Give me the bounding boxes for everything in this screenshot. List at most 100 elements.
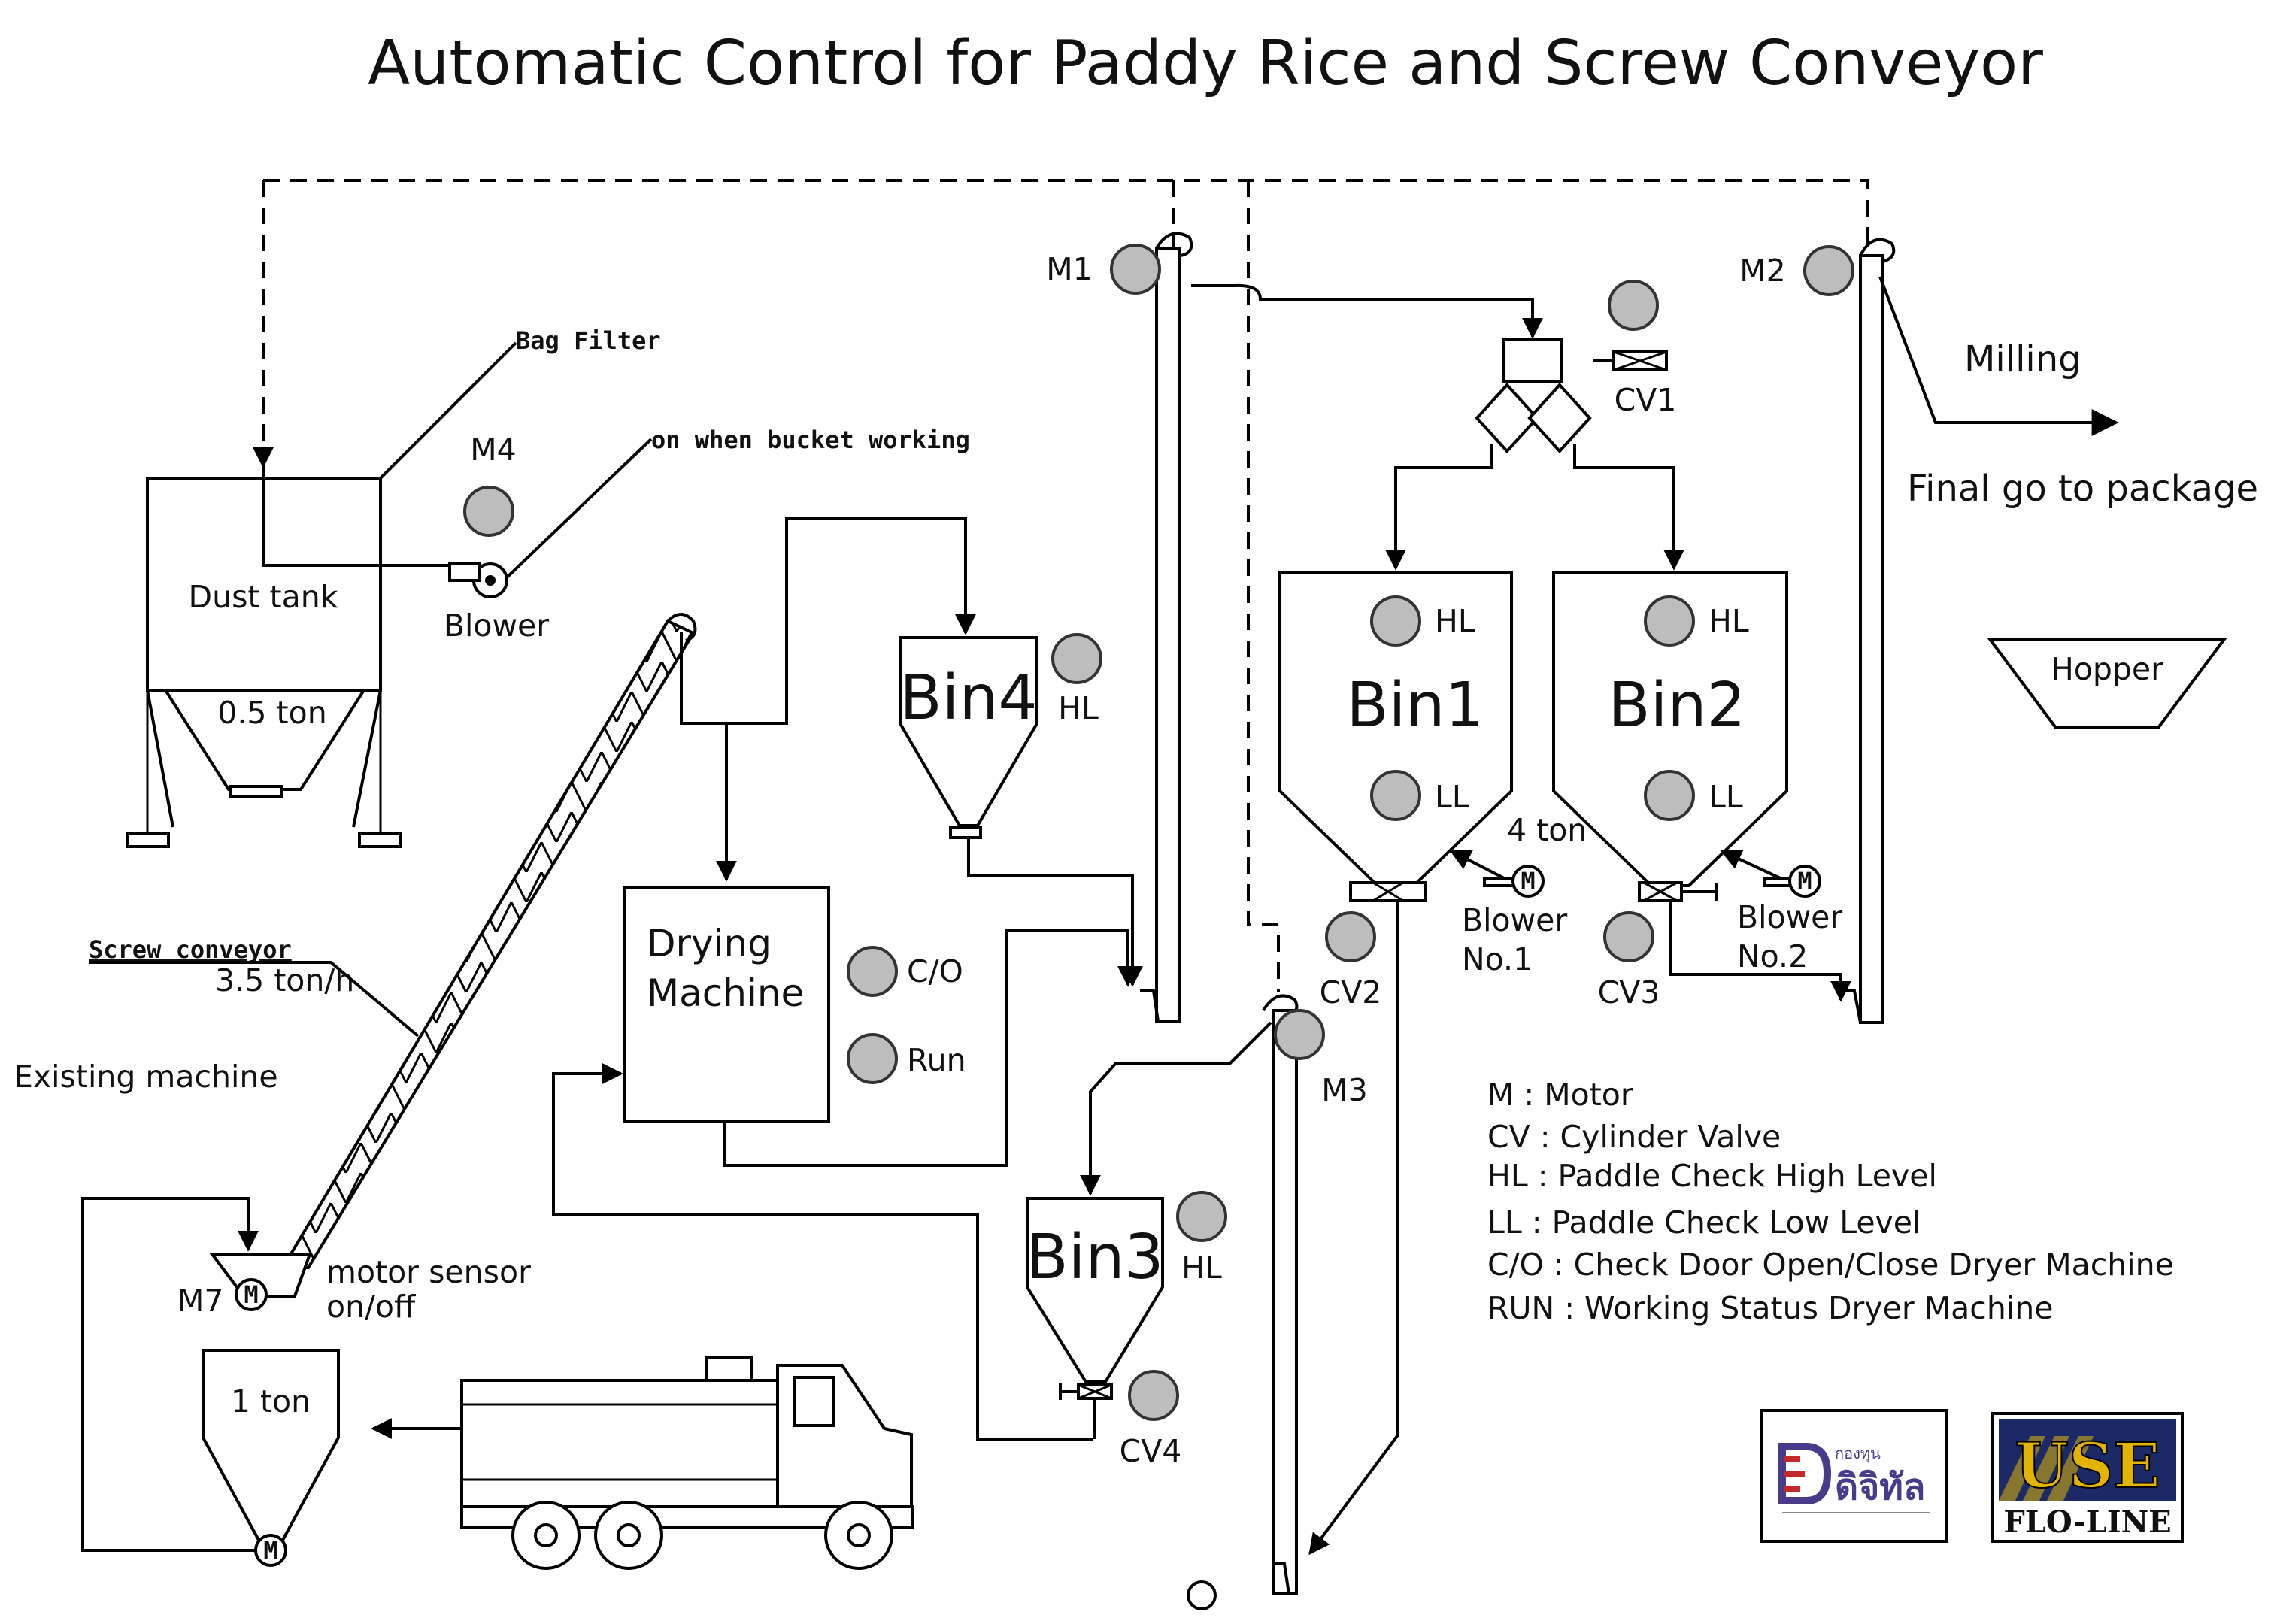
m3-boot-port (1187, 1580, 1217, 1610)
bucket-elevator-m2 (1845, 238, 1896, 1024)
m3-label: M3 (1321, 1072, 1367, 1108)
m3-to-bin3-line (1080, 1021, 1272, 1196)
blower2-label-a: Blower (1737, 899, 1842, 935)
drying-label-2: Machine (647, 971, 804, 1015)
blower2-motor-glyph: M (1797, 867, 1812, 895)
bottom-motor-glyph: M (263, 1536, 277, 1565)
cv2-label: CV2 (1320, 974, 1382, 1010)
legend-item: RUN : Working Status Dryer Machine (1487, 1290, 2053, 1326)
cv3-label: CV3 (1598, 974, 1660, 1010)
m2-motor-indicator (1803, 245, 1854, 296)
legend-item: HL : Paddle Check High Level (1487, 1158, 1937, 1194)
bin4: Bin4 (899, 636, 1038, 839)
final-package-label: Final go to package (1907, 468, 2258, 510)
bucket-elevator-m1 (1140, 232, 1193, 1023)
cv1-indicator (1608, 280, 1659, 331)
duct-to-blower (262, 466, 451, 567)
bin4-hl-label: HL (1058, 690, 1099, 726)
legend-item: LL : Paddle Check Low Level (1487, 1204, 1921, 1241)
screw-conveyor-label: Screw conveyor (89, 935, 292, 964)
m4-motor-indicator (463, 486, 514, 537)
dust-tank-label: Dust tank (189, 579, 338, 615)
bin2-to-m2-line (1669, 901, 1851, 1002)
co-label: C/O (907, 953, 963, 989)
motor-sensor-label-2: on/off (326, 1289, 417, 1325)
existing-machine-label: Existing machine (14, 1059, 278, 1095)
bin2: Bin2 (1552, 571, 1788, 887)
co-indicator (847, 946, 898, 997)
bin3-hl-indicator (1176, 1191, 1227, 1242)
bucket-note-label: on when bucket working (651, 426, 970, 454)
cv1-to-bin1-line (1385, 444, 1493, 571)
m1-label: M1 (1046, 251, 1092, 287)
bin1-ll-indicator (1370, 770, 1421, 821)
bucket-elevator-m3 (1262, 994, 1299, 1595)
return-loop-line (81, 1197, 259, 1552)
digital-fund-logo: กองทุน ดิจิทัล (1760, 1409, 1948, 1543)
m2-label: M2 (1739, 253, 1785, 289)
bin2-ll-label: LL (1709, 779, 1743, 815)
bin4-to-m1-line (967, 838, 1143, 987)
cv1-diverter (1475, 338, 1668, 453)
use-logo-text: USE (2015, 1430, 2160, 1502)
motor-sensor-label-1: motor sensor (326, 1254, 531, 1290)
m2-to-milling-line (1878, 276, 2119, 436)
bin2-label: Bin2 (1608, 670, 1745, 741)
bag-filter-leader (379, 341, 517, 480)
diagram-title: Automatic Control for Paddy Rice and Scr… (368, 28, 2043, 99)
bin1-hl-indicator (1370, 595, 1421, 647)
cv3-valve (1638, 881, 1718, 902)
bin1-ll-label: LL (1435, 779, 1469, 815)
bin3: Bin3 (1026, 1197, 1164, 1383)
dryer-out-line (723, 929, 1139, 1167)
legend-item: M : Motor (1487, 1077, 1633, 1113)
one-ton-hopper: 1 ton M (202, 1349, 340, 1567)
hopper-label: Hopper (2051, 651, 2163, 687)
bin4-hl-indicator (1051, 633, 1102, 684)
screw-rate-label: 3.5 ton/h (215, 962, 354, 998)
flo-line-logo-text: FLO-LINE (2003, 1504, 2171, 1540)
screw-to-bin4-line (680, 517, 976, 725)
four-ton-label: 4 ton (1507, 812, 1587, 848)
bin1-hl-label: HL (1435, 603, 1475, 639)
drying-label-1: Drying (647, 922, 772, 965)
run-indicator (847, 1033, 898, 1084)
cv3-indicator (1603, 911, 1654, 962)
bin4-label: Bin4 (899, 662, 1037, 734)
screw-leader (89, 961, 420, 1038)
digital-fund-main-text: ดิจิทัล (1835, 1466, 1925, 1508)
blower1-motor-icon: M (1449, 850, 1545, 898)
bin2-hl-label: HL (1709, 603, 1749, 639)
dust-tank: Dust tank 0.5 ton (126, 477, 402, 848)
legend-item: CV : Cylinder Valve (1487, 1119, 1781, 1155)
cv4-label: CV4 (1120, 1433, 1182, 1469)
dust-tank-capacity: 0.5 ton (217, 695, 326, 731)
blower-fan-icon: Blower (444, 562, 549, 644)
dump-truck-icon (460, 1356, 914, 1570)
drying-machine (623, 886, 830, 1123)
blower2-motor-icon: M (1720, 849, 1821, 898)
cv4-indicator (1128, 1370, 1179, 1421)
bag-filter-label: Bag Filter (516, 326, 661, 355)
cv2-valve (1349, 881, 1427, 902)
one-ton-label: 1 ton (231, 1383, 311, 1419)
hopper (1987, 638, 2227, 729)
m1-motor-indicator (1110, 244, 1161, 295)
screw-conveyor: M (209, 613, 697, 1311)
bin3-label: Bin3 (1026, 1222, 1163, 1293)
bin3-to-dryer-line (552, 1063, 1093, 1441)
cv4-valve (1059, 1383, 1113, 1400)
m7-label: M7 (177, 1283, 223, 1319)
run-label: Run (907, 1042, 966, 1078)
cv2-indicator (1325, 911, 1376, 962)
bin1-label: Bin1 (1346, 670, 1484, 741)
m4-label: M4 (470, 432, 516, 468)
bin2-hl-indicator (1644, 595, 1695, 647)
bin1-to-m3-line (1308, 902, 1399, 1556)
m1-to-cv1-line (1191, 283, 1543, 339)
bucket-note-leader (505, 438, 653, 579)
blower1-motor-glyph: M (1521, 867, 1535, 895)
use-flo-line-logo: USE FLO-LINE (1991, 1412, 2184, 1543)
m3-motor-indicator (1274, 1009, 1325, 1060)
